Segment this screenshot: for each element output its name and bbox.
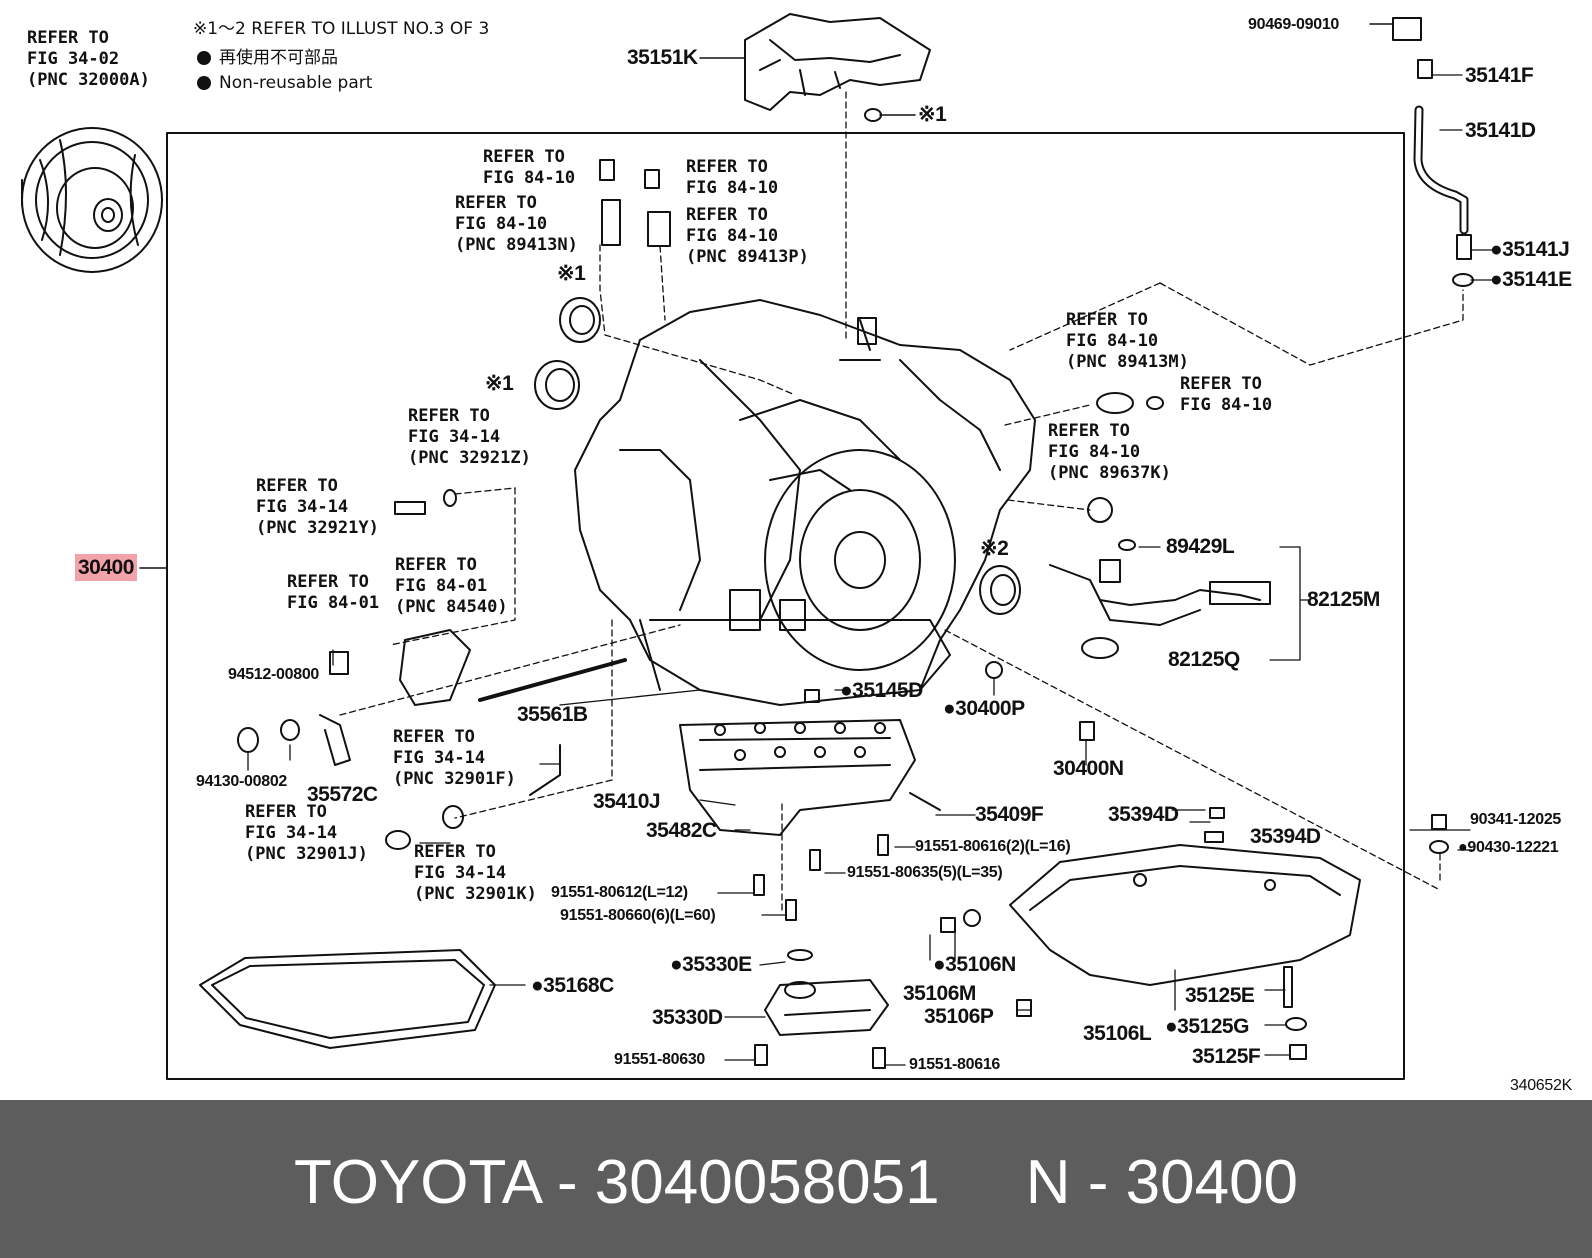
part-label-94130-00802[interactable]: 94130-00802 — [196, 773, 288, 790]
wire-harness-drawing — [1049, 539, 1271, 659]
part-label-35330e[interactable]: ●35330E — [670, 953, 752, 976]
part-label-35394d-a[interactable]: 35394D — [1108, 803, 1179, 826]
part-label-35330d[interactable]: 35330D — [652, 1006, 723, 1029]
part-label-90430-12221[interactable]: ●90430-12221 — [1458, 839, 1559, 856]
part-label-30400n[interactable]: 30400N — [1053, 757, 1124, 780]
part-label-91551-80616-2[interactable]: 91551-80616(2)(L=16) — [915, 838, 1071, 855]
part-label-35151k[interactable]: 35151K — [627, 46, 698, 69]
part-number-30400-highlighted[interactable]: 30400 — [75, 554, 137, 581]
leader-lines — [247, 74, 1493, 1066]
mark-1-seal-b: ※1 — [485, 372, 514, 395]
part-label-35106m[interactable]: 35106M — [903, 982, 976, 1005]
legend-dot-en — [197, 76, 211, 90]
part-label-82125m[interactable]: 82125M — [1307, 588, 1380, 611]
part-label-90469-09010[interactable]: 90469-09010 — [1248, 16, 1340, 33]
refer-label-89413m: REFER TO FIG 84-10 (PNC 89413M) — [1066, 310, 1189, 372]
part-label-35145d[interactable]: ●35145D — [840, 679, 923, 702]
legend-note: ※1～2 REFER TO ILLUST NO.3 OF 3 — [193, 19, 490, 39]
part-label-30400p[interactable]: ●30400P — [943, 697, 1025, 720]
part-label-35561b[interactable]: 35561B — [517, 703, 588, 726]
caption-text: TOYOTA - 3040058051 N - 30400 — [293, 1148, 1299, 1217]
dust-cover-35151k-drawing — [699, 13, 931, 122]
torque-converter-drawing — [21, 127, 163, 273]
part-label-35482c[interactable]: 35482C — [646, 819, 717, 842]
part-label-35106n[interactable]: ●35106N — [933, 953, 1016, 976]
part-label-35125g[interactable]: ●35125G — [1165, 1015, 1249, 1038]
refer-label-89637k: REFER TO FIG 84-10 (PNC 89637K) — [1048, 421, 1171, 483]
refer-label-32901f: REFER TO FIG 34-14 (PNC 32901F) — [393, 727, 516, 789]
part-label-35572c[interactable]: 35572C — [307, 783, 378, 806]
refer-label-89413p: REFER TO FIG 84-10 (PNC 89413P) — [686, 205, 809, 267]
part-label-35106p[interactable]: 35106P — [924, 1005, 994, 1028]
part-label-91551-80612[interactable]: 91551-80612(L=12) — [551, 884, 688, 901]
assembly-frame — [166, 132, 1405, 1080]
refer-label-84-01: REFER TO FIG 84-01 — [287, 572, 380, 613]
illustration-id: 340652K — [1510, 1077, 1572, 1094]
part-label-35141d[interactable]: 35141D — [1465, 119, 1536, 142]
part-label-91551-80630[interactable]: 91551-80630 — [614, 1051, 706, 1068]
transaxle-case-drawing — [574, 299, 1036, 706]
part-label-30400[interactable]: 30400 — [75, 554, 137, 581]
refer-label-84-10-right: REFER TO FIG 84-10 — [1180, 374, 1273, 415]
refer-label-84540: REFER TO FIG 84-01 (PNC 84540) — [395, 555, 508, 617]
part-label-91551-80616[interactable]: 91551-80616 — [909, 1056, 1001, 1073]
oil-seals-drawing — [534, 297, 1021, 615]
refer-label-89413n: REFER TO FIG 84-10 (PNC 89413N) — [455, 193, 578, 255]
legend-dot-jp — [197, 51, 211, 65]
parts-diagram: ※1～2 REFER TO ILLUST NO.3 OF 3 再使用不可部品 N… — [21, 13, 1572, 1094]
part-label-90341-12025[interactable]: 90341-12025 — [1470, 811, 1562, 828]
oil-pan-gasket-drawing — [199, 949, 496, 1049]
part-label-91551-80660[interactable]: 91551-80660(6)(L=60) — [560, 907, 716, 924]
part-label-35125f[interactable]: 35125F — [1192, 1045, 1261, 1068]
part-label-35106l[interactable]: 35106L — [1083, 1022, 1152, 1045]
caption-bar: TOYOTA - 3040058051 N - 30400 — [0, 1100, 1592, 1258]
oil-strainer-drawing — [764, 979, 889, 1036]
mark-1-top: ※1 — [918, 103, 947, 126]
refer-label-89413n-bolt: REFER TO FIG 84-10 — [483, 147, 576, 188]
part-label-89429l[interactable]: 89429L — [1166, 535, 1235, 558]
refer-label-32901j: REFER TO FIG 34-14 (PNC 32901J) — [245, 802, 368, 864]
part-label-35141e[interactable]: ●35141E — [1490, 268, 1572, 291]
diagram-drawing — [21, 13, 1493, 1080]
part-label-94512-00800[interactable]: 94512-00800 — [228, 666, 320, 683]
part-label-35141f[interactable]: 35141F — [1465, 64, 1534, 87]
refer-label-32000a: REFER TO FIG 34-02 (PNC 32000A) — [27, 28, 150, 90]
part-label-91551-80635[interactable]: 91551-80635(5)(L=35) — [847, 864, 1003, 881]
part-label-35168c[interactable]: ●35168C — [531, 974, 614, 997]
part-label-35409f[interactable]: 35409F — [975, 803, 1044, 826]
refer-label-32921y: REFER TO FIG 34-14 (PNC 32921Y) — [256, 476, 379, 538]
part-label-82125q[interactable]: 82125Q — [1168, 648, 1240, 671]
part-label-35410j[interactable]: 35410J — [593, 790, 661, 813]
mark-1-seal-a: ※1 — [557, 262, 586, 285]
filler-tube-drawing — [1369, 17, 1474, 287]
small-parts-drawing — [237, 159, 1449, 1069]
valve-body-drawing — [679, 719, 916, 836]
part-label-35125e[interactable]: 35125E — [1185, 984, 1255, 1007]
oil-pan-drawing — [1009, 844, 1361, 986]
part-label-35141j[interactable]: ●35141J — [1490, 238, 1570, 261]
refer-label-32901k: REFER TO FIG 34-14 (PNC 32901K) — [414, 842, 537, 904]
refer-label-89413p-bolt: REFER TO FIG 84-10 — [686, 157, 779, 198]
legend-nonreusable-jp: 再使用不可部品 — [219, 48, 338, 68]
part-label-35394d-b[interactable]: 35394D — [1250, 825, 1321, 848]
mark-2: ※2 — [980, 537, 1009, 560]
refer-label-32921z: REFER TO FIG 34-14 (PNC 32921Z) — [408, 406, 531, 468]
legend-nonreusable-en: Non-reusable part — [219, 73, 373, 93]
